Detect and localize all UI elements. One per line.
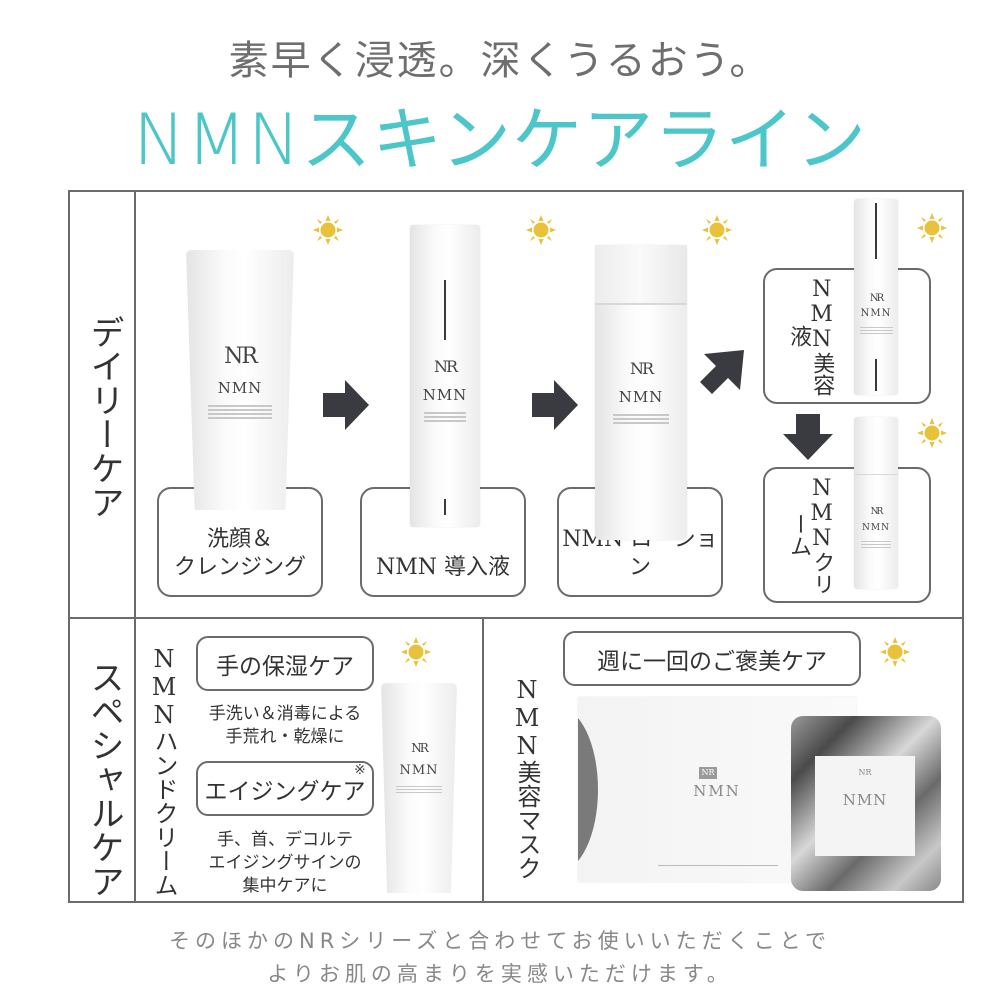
product-cleansing-tube: NR NMN bbox=[186, 250, 294, 510]
product-cream-bottle: NR NMN bbox=[854, 417, 898, 589]
pill-aging-care-label: エイジングケア bbox=[204, 778, 366, 805]
product-logo: NR bbox=[869, 293, 884, 304]
aging-care-desc: 手、首、デコルテ エイジングサインの 集中ケアに bbox=[190, 829, 380, 898]
product-name: NMN bbox=[693, 782, 741, 800]
pill-weekly-care: 週に一回のご褒美ケア bbox=[563, 631, 861, 686]
product-hand-cream-tube: NR NMN bbox=[381, 683, 457, 893]
pill-hand-moisture: 手の保湿ケア bbox=[196, 636, 374, 691]
product-name: NMN bbox=[618, 388, 664, 406]
moon-icon bbox=[532, 260, 549, 277]
desc-line: 手荒れ・乾燥に bbox=[225, 726, 345, 747]
sun-icon bbox=[401, 637, 431, 667]
sun-icon bbox=[917, 418, 947, 448]
arrow-right-icon bbox=[323, 380, 369, 430]
footer-line-2: よりお肌の高まりを実感いただけます。 bbox=[267, 962, 733, 986]
product-logo: NR bbox=[870, 507, 884, 517]
product-name: NMN bbox=[399, 763, 439, 778]
footnote-mark: ※ bbox=[354, 762, 366, 778]
step-booster-label: NMN 導入液 bbox=[375, 554, 511, 580]
step-serum-label: NMN美容液 bbox=[786, 276, 835, 396]
footer-line-1: そのほかのNRシリーズと合わせてお使いいただくことで bbox=[169, 929, 831, 953]
moon-icon bbox=[436, 642, 453, 659]
product-logo: NR bbox=[629, 359, 654, 378]
category-column-divider bbox=[134, 190, 136, 903]
category-special-care: スペシャルケア bbox=[84, 660, 124, 898]
desc-line: 手洗い＆消毒による bbox=[208, 704, 362, 724]
moon-icon bbox=[708, 260, 725, 277]
product-lotion-bottle: NR NMN bbox=[595, 245, 687, 540]
product-mask-pouch: NR NMN bbox=[791, 716, 941, 891]
hand-moisture-desc: 手洗い＆消毒による 手荒れ・乾燥に bbox=[196, 703, 374, 749]
arrow-up-right-icon bbox=[700, 350, 744, 394]
special-care-divider bbox=[482, 617, 484, 903]
product-name: NMN bbox=[422, 386, 468, 404]
sun-icon bbox=[880, 637, 910, 667]
step-cleansing-label-line2: クレンジング bbox=[173, 554, 306, 580]
product-name: NMN bbox=[862, 523, 890, 533]
sun-icon bbox=[313, 215, 343, 245]
step-cream-label: NMNクリーム bbox=[786, 475, 835, 595]
moon-icon bbox=[923, 464, 940, 481]
product-logo: NR bbox=[224, 344, 258, 369]
headline-subtitle: 素早く浸透。深くうるおう。 bbox=[228, 38, 772, 84]
moon-icon bbox=[319, 260, 336, 277]
product-name: NMN bbox=[217, 379, 263, 397]
product-logo: NR bbox=[433, 357, 458, 376]
product-serum-bottle: NR NMN bbox=[854, 199, 898, 395]
product-logo: NR bbox=[699, 767, 717, 779]
step-cleansing-label-line1: 洗顔＆ bbox=[206, 527, 273, 552]
row-divider bbox=[68, 617, 964, 619]
headline-title: NMNスキンケアライン bbox=[132, 99, 868, 181]
sun-icon bbox=[526, 215, 556, 245]
pill-aging-care: エイジングケア bbox=[196, 761, 374, 816]
pill-weekly-care-label: 週に一回のご褒美ケア bbox=[597, 648, 827, 675]
step-serum-label-box: NMN美容液 bbox=[763, 268, 931, 404]
product-logo: NR bbox=[411, 741, 428, 755]
desc-line: 集中ケアに bbox=[242, 875, 328, 896]
product-logo: NR bbox=[858, 768, 872, 777]
desc-line: 手、首、デコルテ bbox=[217, 830, 353, 850]
product-booster-bottle: NR NMN bbox=[410, 225, 480, 527]
arrow-right-icon bbox=[532, 380, 578, 430]
arrow-down-icon bbox=[783, 414, 833, 460]
step-cream-label-box: NMNクリーム bbox=[763, 467, 931, 603]
sun-icon bbox=[702, 215, 732, 245]
step-booster-label-box: NMN 導入液 bbox=[360, 487, 526, 597]
moon-icon bbox=[918, 643, 935, 660]
sun-icon bbox=[917, 213, 947, 243]
moon-icon bbox=[923, 260, 940, 277]
pill-hand-moisture-label: 手の保湿ケア bbox=[216, 653, 354, 680]
product-name: NMN bbox=[842, 791, 888, 809]
care-table-frame bbox=[68, 190, 964, 903]
category-daily-care: デイリーケア bbox=[84, 315, 124, 519]
mask-title: NMN美容マスク bbox=[513, 676, 541, 880]
desc-line: エイジングサインの bbox=[208, 852, 362, 873]
product-name: NMN bbox=[860, 308, 892, 319]
hand-cream-title: NMNハンドクリーム bbox=[150, 645, 178, 897]
